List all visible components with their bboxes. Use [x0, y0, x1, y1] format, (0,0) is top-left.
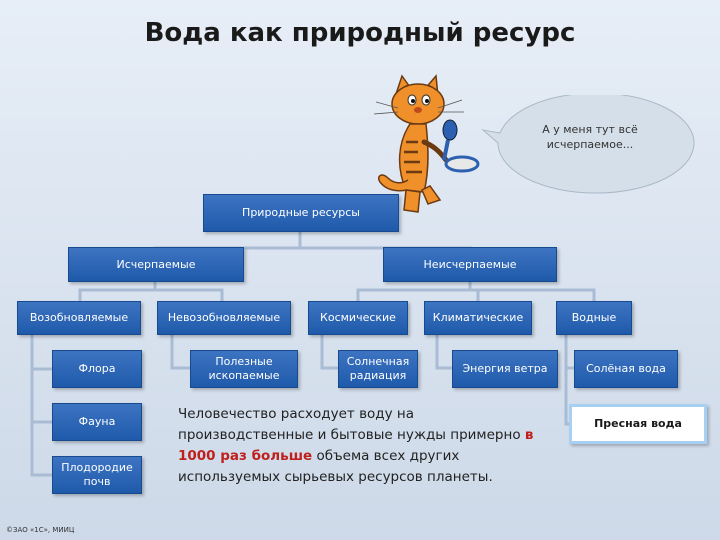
note-highlight: в 1000 раз больше: [178, 427, 534, 464]
cat-mascot-icon: [373, 74, 480, 213]
node-renewable: Возобновляемые: [17, 301, 141, 335]
note-text-before: Человечество расходует воду на производс…: [178, 406, 525, 443]
node-exhaustible: Исчерпаемые: [68, 247, 244, 282]
node-climatic: Климатические: [424, 301, 532, 335]
node-salt-water: Солёная вода: [574, 350, 678, 388]
note-text-after: объема всех других используемых сырьевых…: [178, 448, 493, 485]
node-fauna: Фауна: [52, 403, 142, 441]
node-natural-resources: Природные ресурсы: [203, 194, 399, 232]
node-nonrenewable: Невозобновляемые: [157, 301, 291, 335]
note-text: Человечество расходует воду на производс…: [178, 404, 538, 488]
node-soil-fertility: Плодородие почв: [52, 456, 142, 494]
speech-bubble-text: А у меня тут всё исчерпаемое...: [542, 123, 638, 151]
page-title: Вода как природный ресурс: [144, 18, 576, 48]
node-cosmic: Космические: [308, 301, 408, 335]
node-fresh-water: Пресная вода: [569, 404, 707, 444]
node-inexhaustible: Неисчерпаемые: [383, 247, 557, 282]
node-wind-energy: Энергия ветра: [452, 350, 558, 388]
node-water: Водные: [556, 301, 632, 335]
node-minerals: Полезные ископаемые: [190, 350, 298, 388]
speech-bubble: [481, 95, 695, 194]
node-solar-radiation: Солнечная радиация: [338, 350, 418, 388]
node-flora: Флора: [52, 350, 142, 388]
copyright: ©ЗАО «1С», МИИЦ: [6, 526, 75, 534]
